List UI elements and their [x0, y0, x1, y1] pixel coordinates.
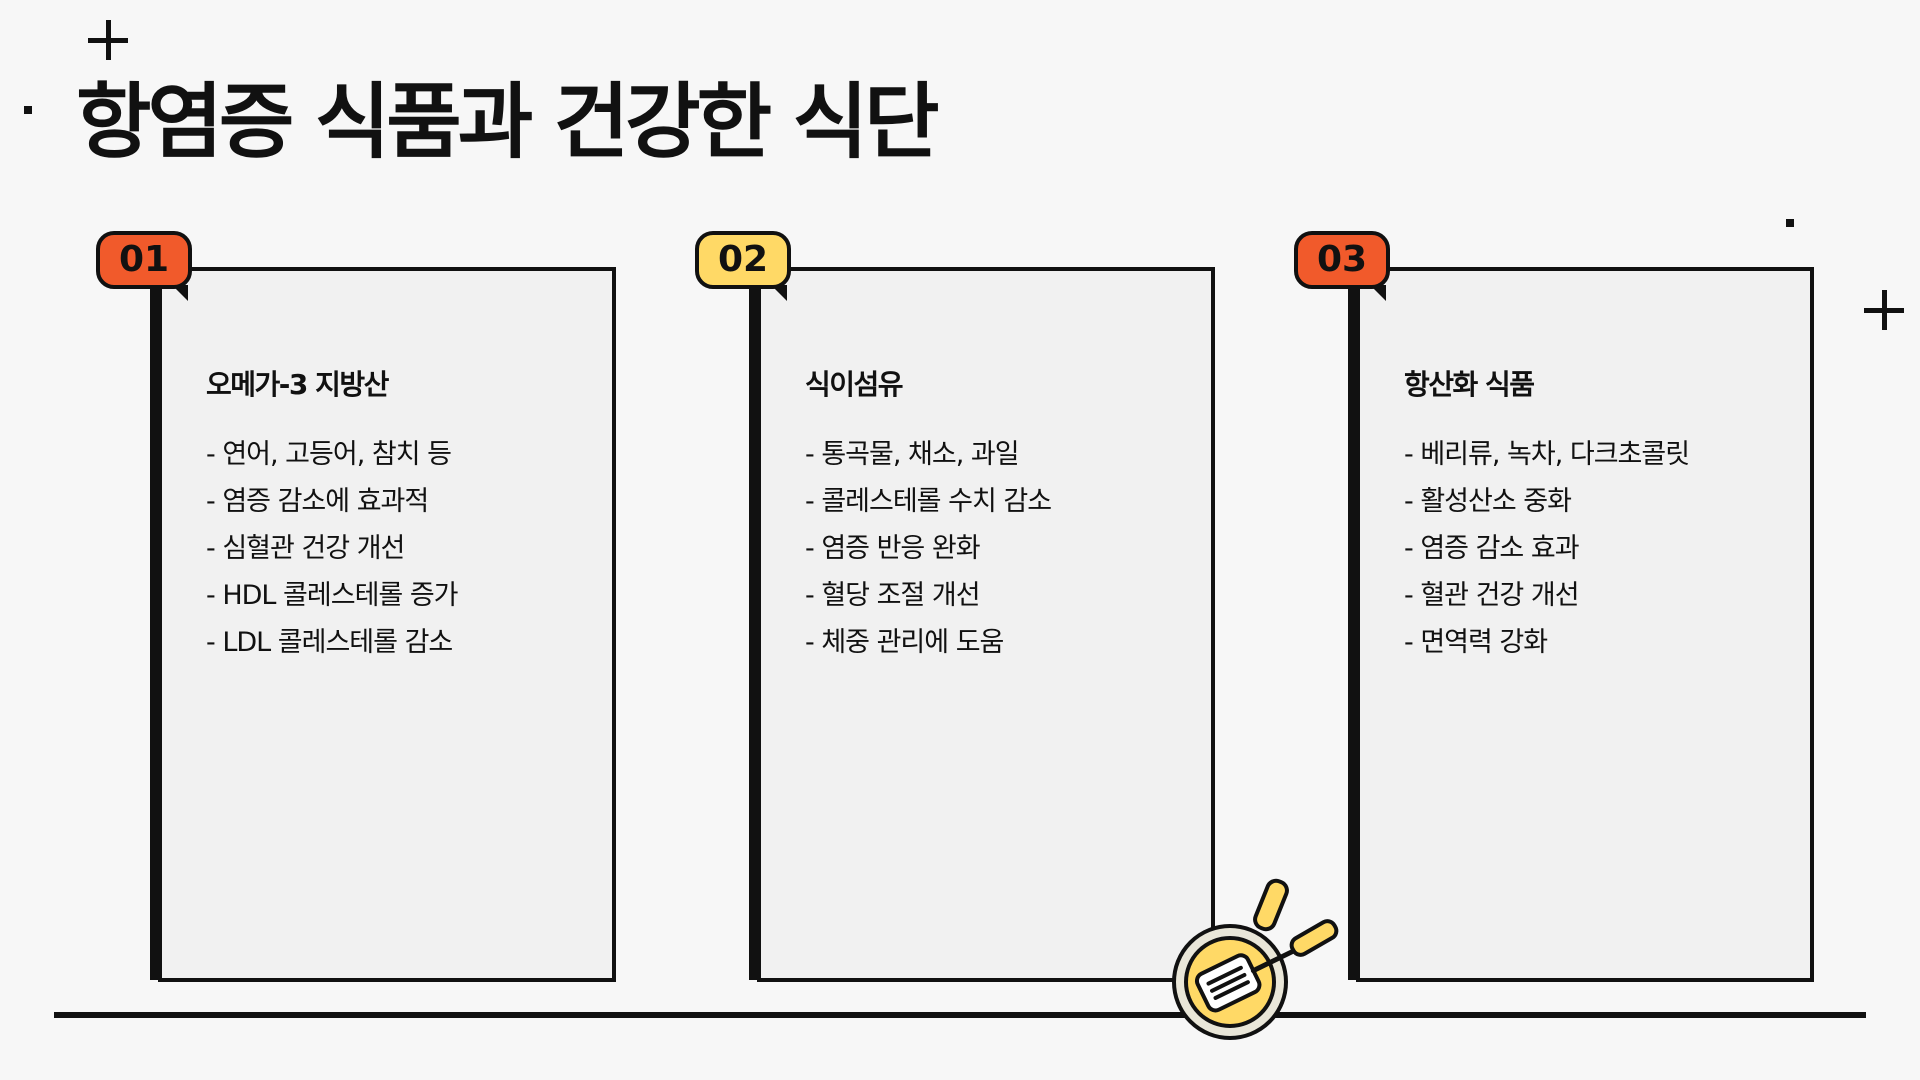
card-heading: 항산화 식품 [1404, 368, 1535, 401]
number-badge: 03 [1294, 231, 1390, 301]
card-list: - 통곡물, 채소, 과일 - 콜레스테롤 수치 감소 - 염증 반응 완화 -… [805, 431, 1191, 666]
slide-title: 항염증 식품과 건강한 식단 [76, 75, 939, 170]
card-list: - 연어, 고등어, 참치 등 - 염증 감소에 효과적 - 심혈관 건강 개선… [206, 431, 592, 666]
list-item: - 혈당 조절 개선 [805, 580, 981, 611]
number-badge: 01 [96, 231, 192, 301]
card-content: 항산화 식품 - 베리류, 녹차, 다크초콜릿 - 활성산소 중화 - 염증 감… [1404, 363, 1790, 666]
card-antioxidant: 항산화 식품 - 베리류, 녹차, 다크초콜릿 - 활성산소 중화 - 염증 감… [1294, 231, 1820, 982]
list-item: - 활성산소 중화 [1404, 486, 1572, 517]
base-line [54, 1012, 1866, 1018]
card-heading: 오메가-3 지방산 [206, 368, 389, 401]
list-item: - 염증 반응 완화 [805, 533, 981, 564]
card-list: - 베리류, 녹차, 다크초콜릿 - 활성산소 중화 - 염증 감소 효과 - … [1404, 431, 1790, 666]
card-panel: 식이섬유 - 통곡물, 채소, 과일 - 콜레스테롤 수치 감소 - 염증 반응… [757, 267, 1215, 982]
plus-decoration-icon [88, 20, 128, 60]
list-item: - 연어, 고등어, 참치 등 [206, 439, 452, 470]
list-item: - 면역력 강화 [1404, 627, 1548, 658]
badge-number: 01 [118, 239, 170, 280]
list-item: - 베리류, 녹차, 다크초콜릿 [1404, 439, 1690, 470]
list-item: - LDL 콜레스테롤 감소 [206, 627, 453, 658]
badge-number: 02 [717, 239, 769, 280]
list-item: - 심혈관 건강 개선 [206, 533, 405, 564]
dot-decoration [24, 106, 32, 114]
badge-tail [771, 285, 787, 301]
card-panel: 오메가-3 지방산 - 연어, 고등어, 참치 등 - 염증 감소에 효과적 -… [158, 267, 616, 982]
badge-tail [172, 285, 188, 301]
list-item: - 염증 감소 효과 [1404, 533, 1580, 564]
list-item: - HDL 콜레스테롤 증가 [206, 580, 459, 611]
number-badge: 02 [695, 231, 791, 301]
plus-decoration-icon [1864, 290, 1904, 330]
badge-number: 03 [1316, 239, 1368, 280]
card-omega3: 오메가-3 지방산 - 연어, 고등어, 참치 등 - 염증 감소에 효과적 -… [96, 231, 622, 982]
frying-pan-spatula-icon [1172, 878, 1339, 1040]
badge-tail [1370, 285, 1386, 301]
list-item: - 콜레스테롤 수치 감소 [805, 486, 1052, 517]
list-item: - 염증 감소에 효과적 [206, 486, 429, 517]
list-item: - 통곡물, 채소, 과일 [805, 439, 1020, 470]
card-content: 오메가-3 지방산 - 연어, 고등어, 참치 등 - 염증 감소에 효과적 -… [206, 363, 592, 666]
card-content: 식이섬유 - 통곡물, 채소, 과일 - 콜레스테롤 수치 감소 - 염증 반응… [805, 363, 1191, 666]
list-item: - 체중 관리에 도움 [805, 627, 1004, 658]
card-heading: 식이섬유 [805, 368, 904, 401]
dot-decoration [1786, 219, 1794, 227]
list-item: - 혈관 건강 개선 [1404, 580, 1580, 611]
card-fiber: 식이섬유 - 통곡물, 채소, 과일 - 콜레스테롤 수치 감소 - 염증 반응… [695, 231, 1221, 982]
card-panel: 항산화 식품 - 베리류, 녹차, 다크초콜릿 - 활성산소 중화 - 염증 감… [1356, 267, 1814, 982]
